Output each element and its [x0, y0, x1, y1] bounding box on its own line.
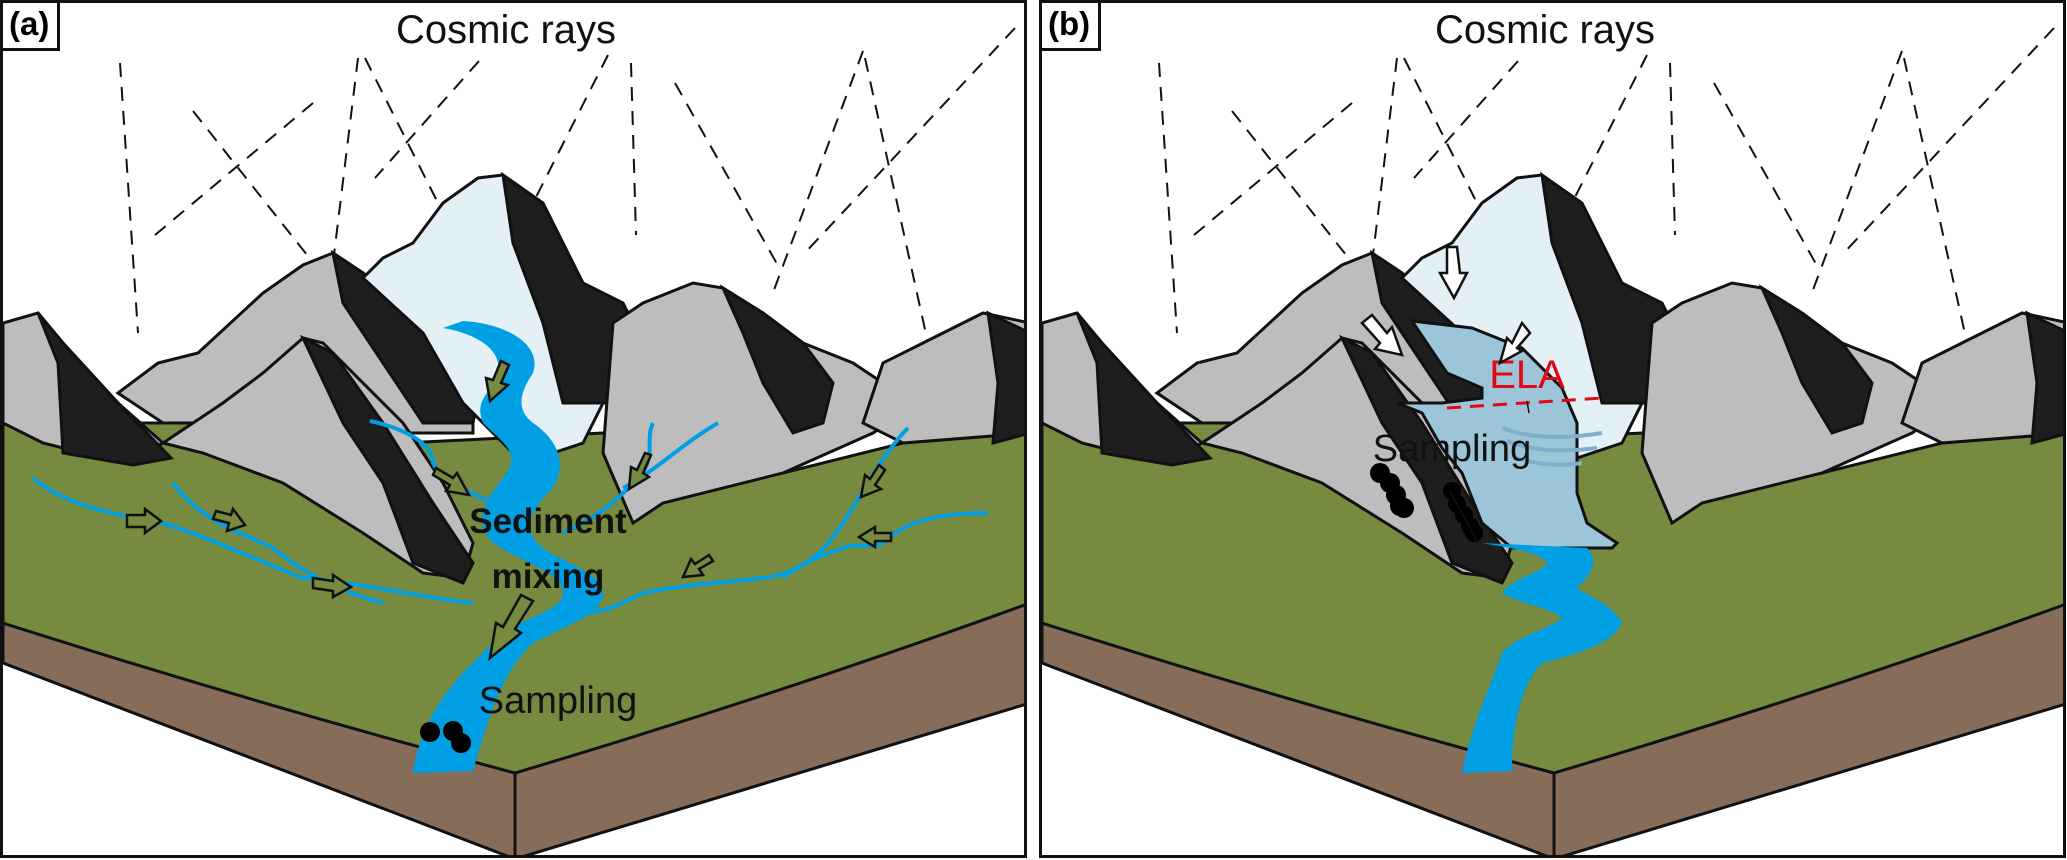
ela-line	[1446, 396, 1603, 410]
ice-flow-arrows	[1360, 245, 1532, 366]
mountain-far-left	[36, 312, 175, 467]
cosmic-rays-label: Cosmic rays	[396, 8, 616, 52]
flow-arrow-icon	[680, 553, 715, 579]
flow-arrow-icon	[488, 593, 535, 662]
sample-dot	[420, 722, 440, 742]
panel-a: Cosmic rays Sediment mixing Sampling (a)	[0, 0, 1027, 858]
flow-arrow-icon	[125, 506, 164, 536]
mountain-far-right	[1900, 311, 2063, 445]
meadow-surface	[3, 421, 1024, 775]
river-main	[413, 321, 603, 773]
sample-dots	[420, 721, 471, 753]
mountain-far-right	[861, 311, 1024, 445]
ice-flow-arrow-icon	[1437, 245, 1470, 301]
panel-a-illustration: Cosmic rays Sediment mixing Sampling	[3, 8, 1024, 855]
sample-dot	[451, 733, 471, 753]
sediment-mixing-label-line2: mixing	[492, 557, 605, 596]
ice-flow-arrow-icon	[1360, 313, 1404, 357]
flow-arrow-icon	[627, 451, 653, 492]
flow-arrow-icon	[859, 463, 887, 499]
glacier-crevasses	[1501, 426, 1603, 467]
mountain-far-left	[1075, 312, 1214, 467]
ice-flow-arrow-icon	[1497, 320, 1532, 366]
river-outlet	[1462, 543, 1622, 773]
flow-arrow-icon	[211, 506, 248, 533]
sample-dot	[1394, 498, 1414, 518]
panel-label: (a)	[3, 3, 61, 51]
sampling-label: Sampling	[1373, 428, 1531, 470]
cosmic-rays-label: Cosmic rays	[1435, 8, 1655, 52]
glacier	[1396, 319, 1620, 550]
cosmic-ray-lines	[1158, 27, 2055, 344]
sediment-mixing-label-line1: Sediment	[469, 502, 627, 541]
flow-arrow-icon	[484, 359, 511, 404]
flow-arrow-icon	[431, 466, 472, 497]
flow-arrows	[125, 359, 893, 662]
sampling-transect	[1449, 490, 1479, 544]
sampling-label: Sampling	[479, 680, 637, 722]
tributaries	[31, 419, 989, 615]
sample-dot	[1465, 524, 1483, 542]
panel-b-illustration: ELA Cosmic rays Sampling	[1042, 8, 2063, 855]
cosmic-ray-lines	[119, 27, 1016, 344]
flow-arrow-icon	[311, 572, 354, 600]
panel-label: (b)	[1042, 3, 1102, 51]
panel-b: ELA Cosmic rays Sampling (b)	[1039, 0, 2066, 858]
flow-arrow-icon	[856, 524, 893, 550]
